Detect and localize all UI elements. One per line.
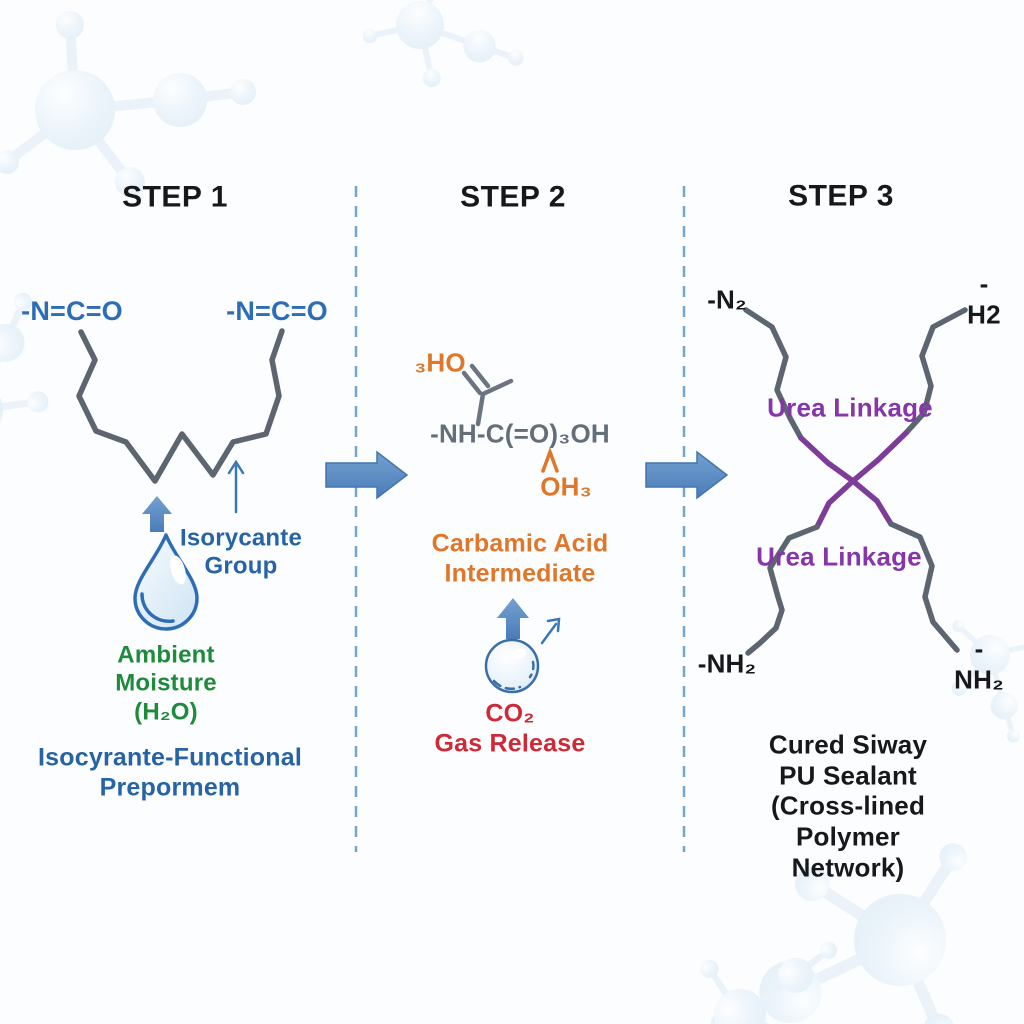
urea-linkage-strand-b: [814, 430, 909, 530]
h2-end-label: -H2: [967, 268, 1001, 329]
cured-sealant-label: Cured Siway PU Sealant (Cross-lined Poly…: [768, 729, 928, 883]
ho3-label: ₃HO: [414, 347, 466, 378]
prepolymer-chain: [76, 328, 285, 484]
polymer-network-chains: [743, 307, 968, 656]
isocyanate-group-label: Isorycante Group: [179, 524, 303, 580]
chain-gray-bottom-right: [888, 521, 960, 653]
nco-right-label: -N=C=O: [226, 296, 328, 327]
isocyanate-pointer-arrow-icon: [227, 459, 245, 514]
gas-escape-arrow-icon: [540, 617, 561, 645]
nh2-left-label: -NH₂: [697, 648, 757, 679]
n2-end-label: -N₂: [707, 284, 747, 315]
step3-title: STEP 3: [788, 179, 894, 213]
gas-bubble-icon: [484, 638, 540, 694]
urea-linkage-top-label: Urea Linkage: [767, 392, 933, 423]
flow-arrow-1-icon: [325, 450, 409, 500]
chain-gray-top-left: [743, 307, 804, 441]
ambient-moisture-label: Ambient Moisture (H₂O): [115, 641, 217, 726]
step2-title: STEP 2: [460, 180, 566, 214]
oh3-label: OH₃: [540, 471, 592, 502]
water-droplet-icon: [133, 533, 199, 631]
chain-gray-top-right: [903, 307, 968, 436]
chain-gray-bottom-left: [745, 524, 820, 656]
flow-arrow-2-icon: [645, 450, 729, 500]
urea-linkage-strand-a: [798, 435, 894, 527]
oh3-pointer-caret: [541, 446, 559, 473]
carbamic-formula-label: -NH-C(=O)₃OH: [430, 418, 610, 449]
carbamic-intermediate-label: Carbamic Acid Intermediate: [431, 529, 609, 588]
urea-linkage-bottom-label: Urea Linkage: [756, 541, 922, 572]
step1-title: STEP 1: [122, 180, 228, 214]
nco-left-label: -N=C=O: [21, 296, 123, 327]
prepolymer-label: Isocyrante-Functional Prepormem: [38, 743, 302, 802]
co2-up-arrow-icon: [497, 598, 529, 639]
moisture-up-arrow-icon: [142, 496, 172, 532]
nh2-right-label: -NH₂: [954, 633, 1004, 694]
carbamic-structure-lines: [461, 363, 514, 427]
co2-gas-release-label: CO₂ Gas Release: [434, 699, 586, 758]
